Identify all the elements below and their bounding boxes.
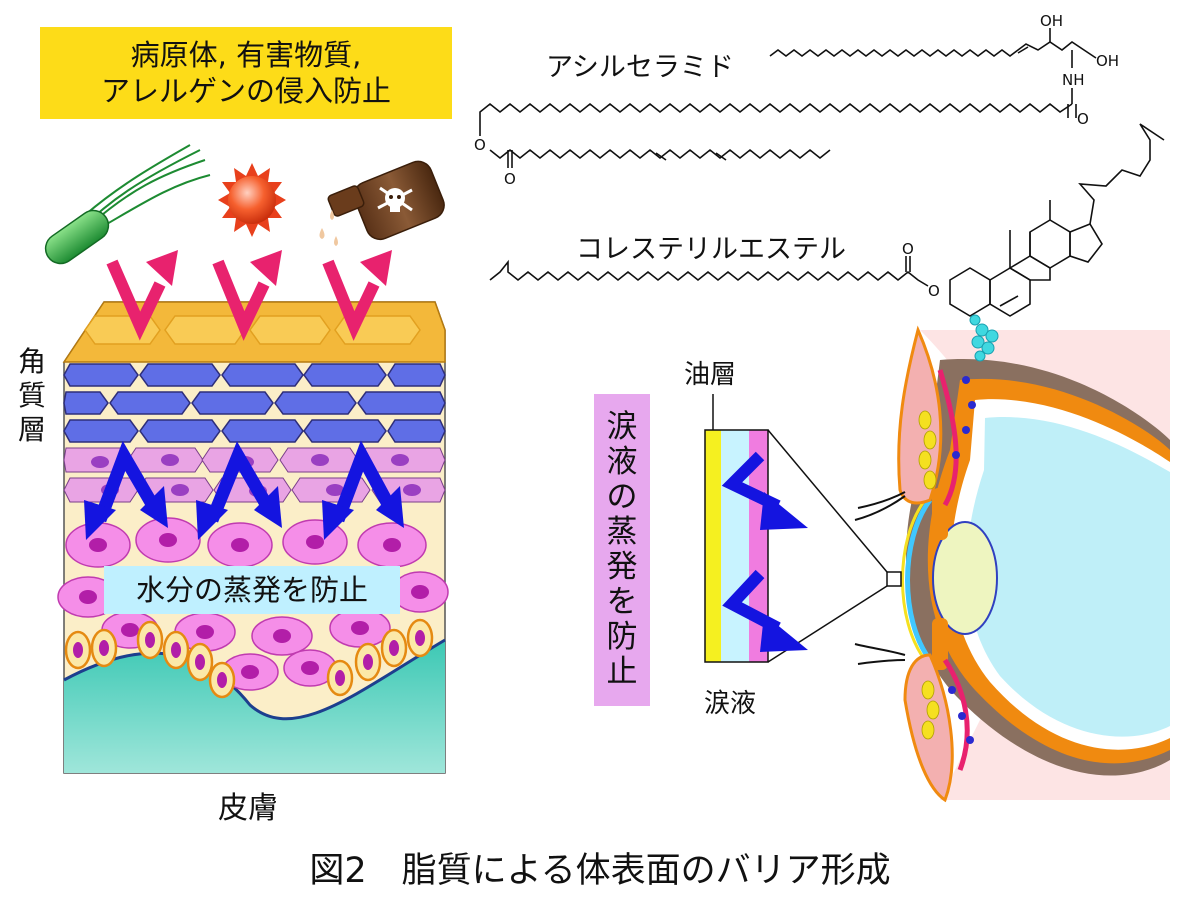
tear-box-char-2: 液 <box>606 444 638 480</box>
blue-skin-arrows <box>93 440 394 523</box>
skin-label: 皮膚 <box>218 791 278 826</box>
pink-arrows <box>106 259 380 341</box>
atom-oh-1: OH <box>1040 12 1064 30</box>
stratum-char-1: 角 <box>17 345 46 378</box>
tear-box-char-5: 発 <box>606 549 638 585</box>
atom-nh: NH <box>1062 71 1085 89</box>
ceramide-structure <box>479 28 1097 168</box>
tear-box-char-4: 蒸 <box>606 514 638 550</box>
ceramide-label: アシルセラミド <box>546 52 734 83</box>
tear-fluid-label: 涙液 <box>704 689 757 719</box>
cholesteryl-structure <box>489 123 1165 317</box>
invasion-line-1: 病原体, 有害物質, <box>130 38 362 72</box>
atom-oh-2: OH <box>1096 52 1120 70</box>
tear-box-char-8: 止 <box>606 654 638 690</box>
blue-tear-arrows <box>721 451 781 634</box>
bacterium-icon <box>44 144 211 265</box>
stratum-char-3: 層 <box>17 413 46 446</box>
atom-o-chol-carbonyl: O <box>902 240 914 258</box>
tear-box-char-6: を <box>606 584 638 620</box>
tear-box-char-1: 涙 <box>606 409 638 445</box>
poison-bottle-icon <box>319 160 445 246</box>
invasion-line-2: アレルゲンの侵入防止 <box>100 74 391 108</box>
oil-layer-label: 油層 <box>684 360 737 390</box>
atom-o-chol-ester: O <box>928 282 940 300</box>
figure-caption: 図2 脂質による体表面のバリア形成 <box>309 851 891 891</box>
water-evaporation-box: 水分の蒸発を防止 <box>104 566 400 614</box>
atom-o-ester: O <box>474 136 486 154</box>
stratum-char-2: 質 <box>17 379 46 412</box>
corneum-cells <box>63 363 446 443</box>
tear-box-char-7: 防 <box>606 619 638 655</box>
cholesteryl-label: コレステリルエステル <box>576 234 846 265</box>
eye-illustration <box>767 314 1170 803</box>
invasion-prevention-box: 病原体, 有害物質, アレルゲンの侵入防止 <box>40 27 452 119</box>
atom-o-bottom: O <box>504 170 516 188</box>
virus-icon <box>218 163 286 237</box>
atom-o-carbonyl: O <box>1077 110 1089 128</box>
tear-box-char-3: の <box>606 479 638 515</box>
stratum-corneum-label: 角 質 層 <box>16 345 48 447</box>
tear-evaporation-box: 涙 液 の 蒸 発 を 防 止 <box>594 394 650 706</box>
